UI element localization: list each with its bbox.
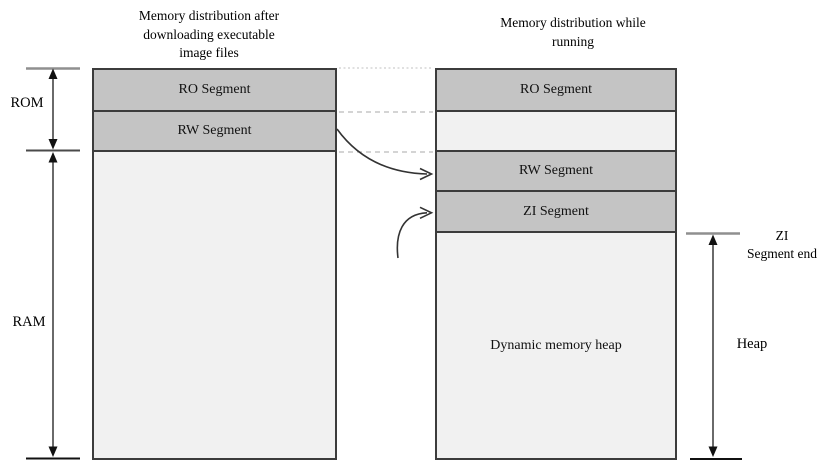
segment-gap-running (437, 112, 675, 152)
memory-column-download: RO Segment RW Segment (92, 68, 337, 460)
segment-zi-running: ZI Segment (437, 192, 675, 233)
ram-extent-arrow (26, 152, 80, 460)
segment-heap-running-label: Dynamic memory heap (490, 337, 622, 353)
rw-relocation-arrow (336, 128, 434, 181)
zi-segment-end-label: ZI Segment end (737, 227, 827, 263)
left-title-line-3: image files (179, 45, 239, 60)
right-title-line-1: Memory distribution while (500, 15, 646, 30)
left-column-title: Memory distribution after downloading ex… (94, 7, 324, 63)
left-title-line-1: Memory distribution after (138, 8, 280, 23)
heap-label: Heap (736, 336, 768, 352)
segment-ro-running: RO Segment (437, 70, 675, 112)
zi-relocation-arrow (396, 206, 434, 259)
segment-ro-download-label: RO Segment (178, 82, 251, 97)
memory-column-running: RO Segment RW Segment ZI Segment Dynamic… (435, 68, 677, 460)
segment-rw-download: RW Segment (94, 112, 335, 152)
rom-label: ROM (10, 95, 44, 111)
zi-segment-end-line-2: Segment end (746, 246, 818, 261)
segment-ro-download: RO Segment (94, 70, 335, 112)
zi-segment-end-line-1: ZI (775, 228, 789, 243)
segment-zi-running-label: ZI Segment (523, 203, 589, 219)
right-column-title: Memory distribution while running (458, 14, 688, 51)
segment-rw-running-label: RW Segment (518, 163, 594, 178)
ram-label: RAM (12, 314, 46, 330)
segment-rw-running: RW Segment (437, 152, 675, 192)
segment-rw-download-label: RW Segment (177, 123, 252, 138)
right-title-line-2: running (552, 33, 594, 49)
segment-empty-download (94, 152, 335, 458)
segment-ro-running-label: RO Segment (520, 82, 592, 97)
left-title-line-2: downloading executable (143, 26, 275, 42)
segment-heap-running: Dynamic memory heap (437, 233, 675, 458)
